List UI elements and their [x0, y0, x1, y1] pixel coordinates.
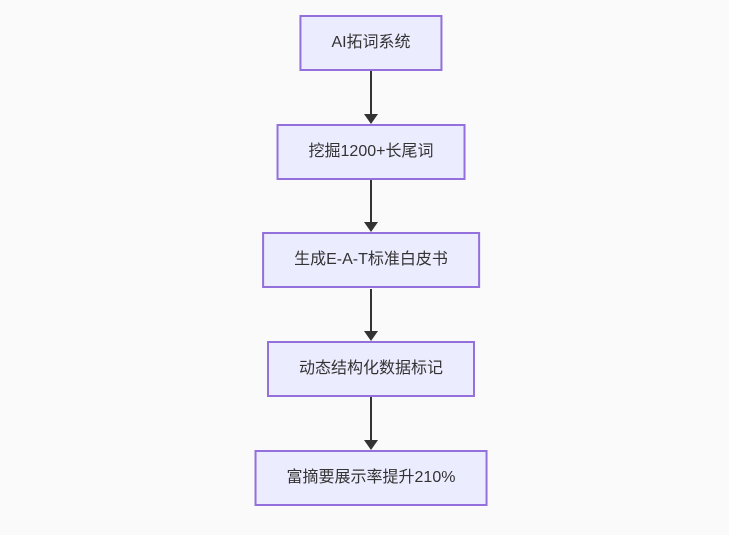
flowchart-node: 生成E-A-T标准白皮书	[262, 232, 480, 288]
flowchart-node: 动态结构化数据标记	[266, 341, 476, 397]
flowchart-node: 富摘要展示率提升210%	[254, 450, 488, 506]
arrowhead-down-icon	[364, 440, 378, 450]
edge-line	[370, 71, 372, 115]
flowchart-node: AI拓词系统	[299, 15, 443, 71]
edge-line	[370, 289, 372, 332]
arrowhead-down-icon	[364, 114, 378, 124]
edge-line	[370, 397, 372, 441]
flowchart-node: 挖掘1200+长尾词	[276, 124, 466, 180]
arrowhead-down-icon	[364, 222, 378, 232]
edge-line	[370, 180, 372, 223]
arrowhead-down-icon	[364, 331, 378, 341]
